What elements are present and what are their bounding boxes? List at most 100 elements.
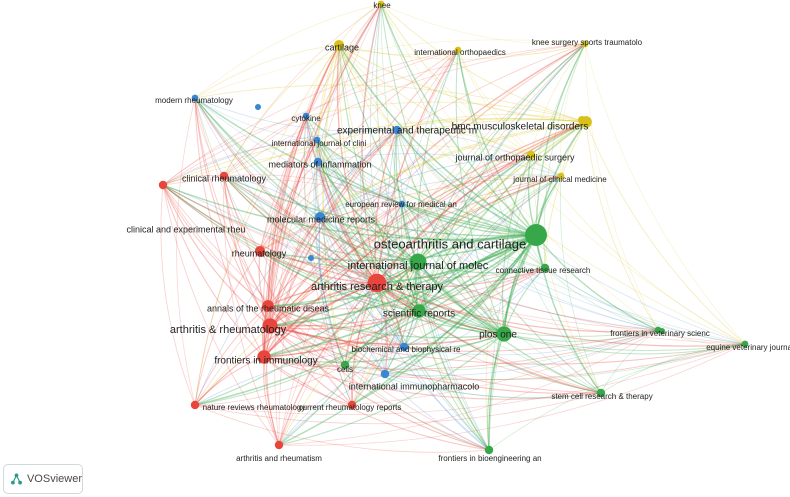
network-edge [313,139,346,366]
network-node-intorth[interactable] [454,46,462,54]
network-node-connect[interactable] [540,263,550,273]
network-node-plos[interactable] [496,326,512,342]
network-edge [305,101,587,123]
network-edge [223,175,269,307]
network-edge [351,43,586,406]
network-node-oac[interactable] [525,224,547,246]
network-edge [259,161,319,252]
vosviewer-badge[interactable]: VOSviewer [3,464,83,494]
network-edge [319,216,386,375]
network-edge [278,346,405,446]
network-edge [535,121,587,236]
network-node-jos[interactable] [526,150,536,160]
network-node-bioeng[interactable] [484,445,494,455]
network-edge [263,154,532,358]
network-node-intimm[interactable] [380,369,390,379]
network-node-equine[interactable] [741,340,749,348]
network-edge [263,216,321,358]
network-node-eurrev[interactable] [398,200,406,208]
network-edge [361,3,382,284]
network-edge [317,161,659,331]
network-edge [267,305,505,339]
network-edge [263,342,405,358]
network-node-arthrheumatism[interactable] [274,440,284,450]
network-node-cytokine[interactable] [302,112,310,120]
network-node-currheu[interactable] [347,400,357,410]
network-edge [162,184,280,446]
network-node-arthres[interactable] [367,273,387,293]
network-node-ijc[interactable] [313,136,321,144]
network-node-vetsci[interactable] [654,326,662,334]
network-edge [263,356,346,368]
network-node-clinrheu[interactable] [219,171,229,181]
network-edge [267,139,318,307]
network-node-molmed[interactable] [314,211,326,223]
network-edge [162,184,659,331]
network-edge [376,49,459,284]
node-label-biochem: biochemical and biophysical re [352,345,462,354]
network-edge [269,325,659,352]
network-edge [316,139,537,236]
network-edge [274,139,318,446]
network-node-ksst[interactable] [581,40,589,48]
network-edge [401,203,746,345]
network-edge [530,121,587,156]
network-edge [263,356,280,446]
network-edge [305,115,490,451]
network-edge [223,175,602,394]
network-node-cells[interactable] [340,360,350,370]
network-node-bmc[interactable] [580,116,592,128]
network-edge [278,373,386,446]
network-node-medinfl[interactable] [313,157,323,167]
network-edge [263,44,340,358]
network-edge [376,282,602,394]
network-edge [194,97,353,406]
network-nodes[interactable] [158,0,749,455]
node-label-clinrheu: clinical rheumatology [182,173,267,183]
network-node-minor[interactable] [308,255,314,261]
network-edge [194,97,505,335]
network-node-arthrheum[interactable] [262,318,278,334]
network-edge [259,250,546,279]
network-node-frontimm[interactable] [257,350,271,364]
network-node-annals[interactable] [262,300,274,312]
network-node-knee[interactable] [377,0,385,8]
network-edge [316,139,746,345]
network-node-modrheu[interactable] [191,94,199,102]
network-edge [317,161,420,312]
network-edge [305,115,378,284]
network-node-stemcell[interactable] [596,388,606,398]
network-node-rheumatology[interactable] [254,245,266,257]
network-edge [503,329,659,342]
network-node-jcm[interactable] [557,172,565,180]
network-edge [417,121,587,263]
network-edge [401,203,505,335]
network-edge [194,343,746,415]
network-edge [380,3,490,451]
network-node-ijms[interactable] [409,253,427,271]
network-node-cartilage[interactable] [333,39,345,51]
network-edge [403,234,537,348]
network-node-minor[interactable] [255,104,261,110]
network-edge [384,333,505,375]
network-node-expther[interactable] [392,125,402,135]
network-edge [584,43,659,331]
node-label-ijc: international journal of clini [272,139,367,148]
network-edge [269,261,419,327]
network-node-natrev[interactable] [190,400,200,410]
network-edge [351,261,419,406]
network-edge [162,49,459,186]
network-edge [263,175,562,358]
network-edge [418,154,532,312]
network-edge [267,305,405,348]
network-edge [503,333,746,355]
network-edge [278,43,586,446]
network-edge [269,154,532,327]
network-edge [401,203,546,269]
network-edge [457,49,562,177]
network-edge [319,154,532,218]
network-node-sci[interactable] [412,304,426,318]
network-node-clinexp[interactable] [158,180,168,190]
network-node-biochem[interactable] [399,342,409,352]
